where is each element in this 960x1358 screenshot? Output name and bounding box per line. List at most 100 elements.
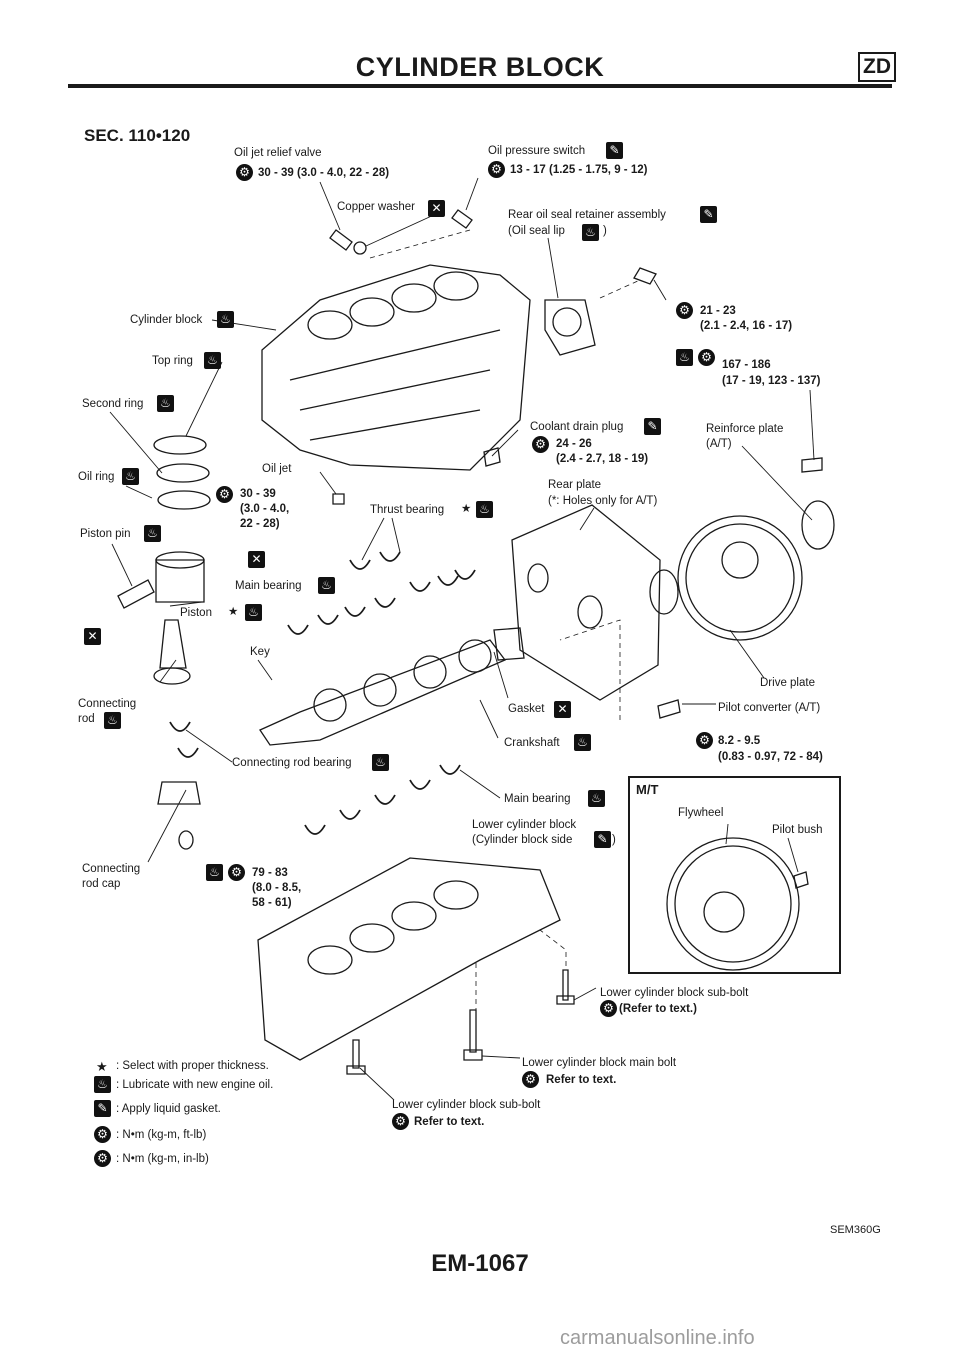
legend-text: : Lubricate with new engine oil.	[116, 1079, 274, 1091]
label-connecting-rod-1: Connecting	[78, 698, 137, 710]
label-flywheel-bolt-torque-1: 167 - 186	[722, 359, 771, 371]
watermark: carmanualsonline.info	[560, 1327, 755, 1349]
legend-text: : N•m (kg-m, in-lb)	[116, 1153, 209, 1165]
label-oil-jet: Oil jet	[262, 463, 292, 475]
label-rod-cap-torque-3: 58 - 61)	[252, 897, 292, 909]
label-oil-seal-lip: (Oil seal lip	[508, 225, 565, 237]
liquid-gasket-icon: ✎	[700, 206, 717, 223]
replace-part-icon: ✕	[428, 200, 445, 217]
torque-wrench-icon: ⚙	[228, 864, 245, 881]
cylinder-block-drawing	[261, 264, 531, 471]
oil-can-icon: ♨	[94, 1076, 111, 1093]
label-oil-jet-relief-valve-torque: 30 - 39 (3.0 - 4.0, 22 - 28)	[258, 167, 390, 179]
torque-wrench-icon: ⚙	[698, 349, 715, 366]
mt-inset-box	[628, 776, 841, 974]
torque-wrench-icon: ⚙	[216, 486, 233, 503]
torque-wrench-small-icon: ⚙	[94, 1150, 111, 1167]
label-gasket: Gasket	[508, 703, 545, 715]
select-thickness-icon: ★	[461, 503, 472, 515]
oil-can-icon: ♨	[588, 790, 605, 807]
label-pilot-converter-torque-2: (0.83 - 0.97, 72 - 84)	[718, 751, 823, 763]
label-copper-washer: Copper washer	[337, 201, 415, 213]
label-key: Key	[250, 646, 270, 658]
label-oil-pressure-switch: Oil pressure switch	[488, 145, 586, 157]
label-oil-jet-relief-valve: Oil jet relief valve	[234, 147, 322, 159]
label-oil-pressure-switch-torque: 13 - 17 (1.25 - 1.75, 9 - 12)	[510, 164, 648, 176]
label-connecting-rod-cap-2: rod cap	[82, 878, 121, 890]
label-oil-ring: Oil ring	[78, 471, 115, 483]
oil-can-icon: ♨	[676, 349, 693, 366]
label-reinforce-plate-2: (A/T)	[706, 438, 732, 450]
select-thickness-icon: ★	[228, 606, 239, 618]
torque-wrench-icon: ⚙	[236, 164, 253, 181]
label-connecting-rod-2: rod	[78, 713, 95, 725]
torque-wrench-icon: ⚙	[488, 161, 505, 178]
label-retainer-torque-2: (2.1 - 2.4, 16 - 17)	[700, 320, 793, 332]
legend-text: : Apply liquid gasket.	[116, 1103, 221, 1115]
crankshaft-drawing	[259, 639, 507, 746]
label-rear-plate-2: (*: Holes only for A/T)	[548, 495, 658, 507]
label-sub-bolt-bottom: Lower cylinder block sub-bolt	[392, 1099, 541, 1111]
label-rod-cap-torque-2: (8.0 - 8.5,	[252, 882, 302, 894]
label-coolant-torque-2: (2.4 - 2.7, 18 - 19)	[556, 453, 649, 465]
torque-wrench-icon: ⚙	[522, 1071, 539, 1088]
torque-wrench-icon: ⚙	[600, 1000, 617, 1017]
label-connecting-rod-cap-1: Connecting	[82, 863, 141, 875]
oil-can-icon: ♨	[104, 712, 121, 729]
engine-code-badge: ZD	[858, 52, 896, 82]
label-main-bearing-lower: Main bearing	[504, 793, 571, 805]
label-reinforce-plate-1: Reinforce plate	[706, 423, 784, 435]
label-coolant-torque-1: 24 - 26	[556, 438, 592, 450]
mt-inset-title: M/T	[636, 782, 659, 797]
label-rear-plate-1: Rear plate	[548, 479, 602, 491]
figure-code: SEM360G	[830, 1224, 881, 1236]
label-pilot-converter-torque-1: 8.2 - 9.5	[718, 735, 761, 747]
label-sub-bolt-right-torque: (Refer to text.)	[619, 1003, 697, 1015]
label-main-bolt: Lower cylinder block main bolt	[522, 1057, 677, 1069]
label-oil-seal-lip-close: )	[603, 225, 607, 237]
label-sub-bolt-right: Lower cylinder block sub-bolt	[600, 987, 749, 999]
label-lower-block-2: (Cylinder block side	[472, 834, 573, 846]
oil-can-icon: ♨	[122, 468, 139, 485]
torque-wrench-icon: ⚙	[532, 436, 549, 453]
liquid-gasket-icon: ✎	[644, 418, 661, 435]
label-rear-oil-seal-retainer: Rear oil seal retainer assembly	[508, 209, 666, 221]
replace-part-icon: ✕	[554, 701, 571, 718]
label-oil-jet-torque-1: 30 - 39	[240, 488, 276, 500]
torque-wrench-icon: ⚙	[94, 1126, 111, 1143]
page-title: CYLINDER BLOCK	[355, 52, 605, 82]
oil-can-icon: ♨	[476, 501, 493, 518]
label-retainer-torque-1: 21 - 23	[700, 305, 736, 317]
label-sub-bolt-bottom-torque: Refer to text.	[414, 1116, 485, 1128]
label-piston-pin: Piston pin	[80, 528, 131, 540]
label-coolant-drain-plug: Coolant drain plug	[530, 421, 624, 433]
label-piston: Piston	[180, 607, 212, 619]
label-thrust-bearing: Thrust bearing	[370, 504, 445, 516]
label-main-bolt-torque: Refer to text.	[546, 1074, 617, 1086]
select-thickness-icon: ★	[96, 1059, 108, 1074]
label-second-ring: Second ring	[82, 398, 144, 410]
label-rod-cap-torque-1: 79 - 83	[252, 867, 288, 879]
liquid-gasket-icon: ✎	[606, 142, 623, 159]
replace-part-icon: ✕	[84, 628, 101, 645]
label-pilot-bush: Pilot bush	[772, 824, 823, 836]
title-divider	[68, 84, 892, 88]
torque-wrench-icon: ⚙	[392, 1113, 409, 1130]
label-pilot-converter: Pilot converter (A/T)	[718, 702, 821, 714]
label-crankshaft: Crankshaft	[504, 737, 560, 749]
replace-part-icon: ✕	[248, 551, 265, 568]
oil-can-icon: ♨	[318, 577, 335, 594]
liquid-gasket-icon: ✎	[594, 831, 611, 848]
label-flywheel: Flywheel	[678, 807, 724, 819]
label-lower-block-close: )	[612, 834, 616, 846]
legend-text: : N•m (kg-m, ft-lb)	[116, 1129, 207, 1141]
label-main-bearing-upper: Main bearing	[235, 580, 302, 592]
label-top-ring: Top ring	[152, 355, 193, 367]
torque-wrench-icon: ⚙	[676, 302, 693, 319]
oil-can-icon: ♨	[204, 352, 221, 369]
label-drive-plate: Drive plate	[760, 677, 815, 689]
oil-can-icon: ♨	[144, 525, 161, 542]
label-oil-jet-torque-2: (3.0 - 4.0,	[240, 503, 290, 515]
label-lower-block-1: Lower cylinder block	[472, 819, 577, 831]
